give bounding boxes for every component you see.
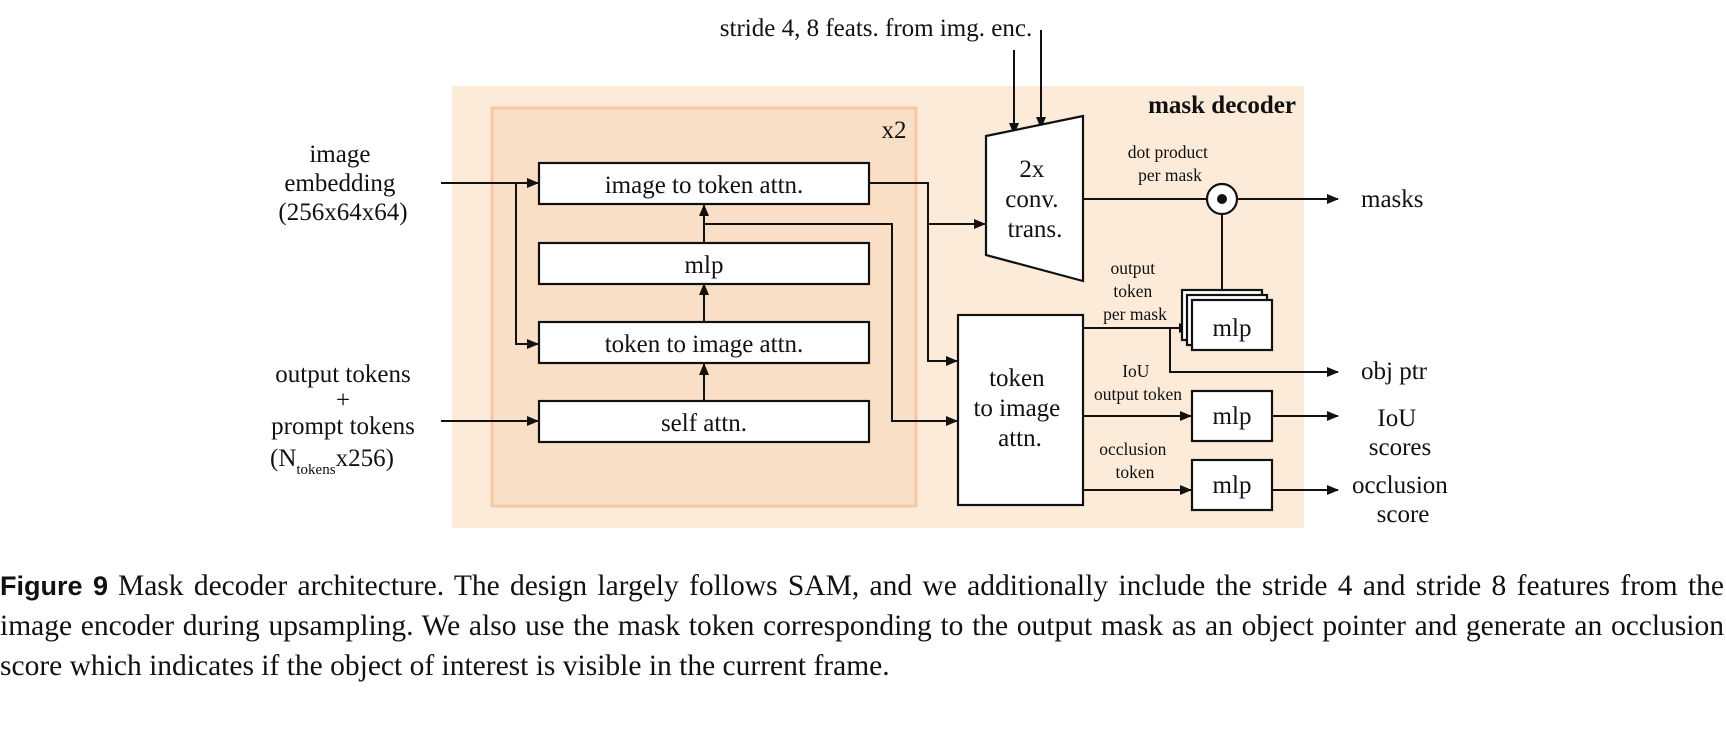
svg-text:self attn.: self attn. bbox=[661, 410, 747, 437]
token-shape-label: (Ntokensx256) bbox=[270, 445, 394, 478]
occlusion-score-output-label: occlusion score bbox=[1352, 472, 1454, 528]
svg-text:2x conv. trans.: 2x conv. trans. bbox=[1005, 156, 1064, 243]
mask-decoder-diagram: mask decoder x2 stride 4, 8 feats. from … bbox=[270, 15, 1454, 528]
image-embedding-label: image embedding (256x64x64) bbox=[278, 141, 407, 226]
token-to-image-attn-block: token to image attn. bbox=[537, 320, 871, 365]
svg-text:mlp: mlp bbox=[1213, 315, 1252, 342]
dot-product-label: dot product per mask bbox=[1128, 142, 1213, 185]
svg-text:token to image attn.: token to image attn. bbox=[605, 331, 804, 358]
stride-features-label: stride 4, 8 feats. from img. enc. bbox=[720, 15, 1032, 42]
final-token-to-image-attn-block: token to image attn. bbox=[956, 313, 1085, 507]
image-to-token-attn-block: image to token attn. bbox=[537, 161, 871, 206]
obj-ptr-output-label: obj ptr bbox=[1361, 358, 1428, 385]
svg-text:image to token attn.: image to token attn. bbox=[605, 172, 804, 199]
occlusion-token-label: occlusion token bbox=[1099, 439, 1170, 482]
svg-text:mlp: mlp bbox=[1213, 472, 1252, 499]
masks-output-label: masks bbox=[1361, 186, 1424, 213]
conv-trans-block: 2x conv. trans. bbox=[984, 114, 1085, 283]
output-tokens-label: output tokens bbox=[275, 361, 410, 388]
mlp-block: mlp bbox=[537, 241, 871, 286]
svg-text:token to image att: token to image attn. bbox=[973, 365, 1066, 452]
figure-label: Figure 9 bbox=[0, 571, 108, 601]
iou-scores-output-label: IoU scores bbox=[1369, 405, 1431, 461]
dot-product-node bbox=[1205, 182, 1239, 216]
output-token-per-mask-label: output token per mask bbox=[1103, 258, 1167, 324]
mask-mlp-stack: mlp bbox=[1180, 288, 1274, 352]
prompt-tokens-label: prompt tokens bbox=[271, 413, 415, 440]
mask-decoder-title: mask decoder bbox=[1148, 92, 1296, 119]
plus-label: + bbox=[336, 387, 350, 414]
caption-text: Mask decoder architecture. The design la… bbox=[0, 570, 1724, 682]
svg-text:mlp: mlp bbox=[685, 252, 724, 279]
svg-text:mlp: mlp bbox=[1213, 403, 1252, 430]
repeat-label: x2 bbox=[882, 117, 907, 144]
iou-mlp-block: mlp bbox=[1190, 389, 1274, 443]
self-attn-block: self attn. bbox=[537, 399, 871, 444]
occlusion-mlp-block: mlp bbox=[1190, 458, 1274, 512]
iou-output-token-label: IoU output token bbox=[1094, 361, 1182, 404]
